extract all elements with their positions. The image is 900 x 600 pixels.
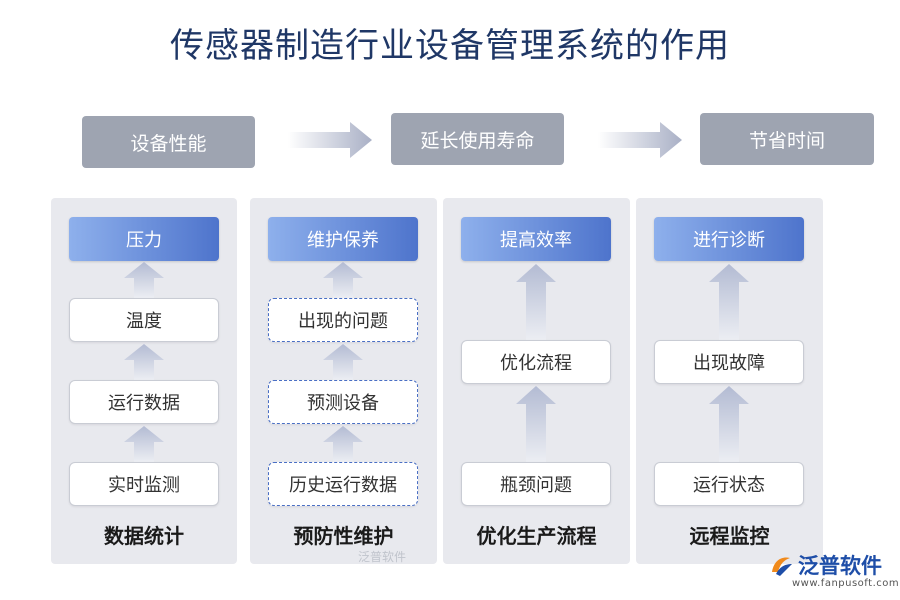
item-box-dashed: 出现的问题 [268, 298, 418, 342]
item-box: 实时监测 [69, 462, 219, 506]
watermark: 泛普软件 [358, 550, 407, 564]
column-remote-monitoring: 进行诊断 出现故障 运行状态 远程监控 [636, 198, 823, 564]
logo-name: 泛普软件 [798, 554, 882, 578]
up-arrow-icon [516, 386, 556, 462]
item-box: 运行状态 [654, 462, 804, 506]
brand-logo: 泛普软件 [768, 550, 882, 580]
flow-box-1: 设备性能 [82, 116, 255, 168]
up-arrow-icon [124, 344, 164, 380]
logo-url: www.fanpusoft.com [792, 578, 900, 589]
column-label: 远程监控 [689, 524, 770, 548]
logo-icon [772, 557, 792, 576]
column-optimize-production: 提高效率 优化流程 瓶颈问题 优化生产流程 [443, 198, 630, 564]
column-data-statistics: 压力 温度 运行数据 实时监测 数据统计 [51, 198, 237, 564]
column-header: 维护保养 [268, 217, 418, 261]
up-arrow-icon [709, 264, 749, 340]
right-arrow-icon [598, 122, 682, 158]
item-box-dashed: 历史运行数据 [268, 462, 418, 506]
column-header: 压力 [69, 217, 219, 261]
column-label: 数据统计 [104, 524, 184, 548]
page-title: 传感器制造行业设备管理系统的作用 [170, 26, 730, 66]
up-arrow-icon [323, 426, 363, 462]
up-arrow-icon [124, 262, 164, 298]
item-box: 优化流程 [461, 340, 611, 384]
flow-box-2: 延长使用寿命 [391, 113, 564, 165]
column-header: 进行诊断 [654, 217, 804, 261]
item-box-dashed: 预测设备 [268, 380, 418, 424]
item-box: 运行数据 [69, 380, 219, 424]
up-arrow-icon [323, 262, 363, 298]
item-box: 温度 [69, 298, 219, 342]
up-arrow-icon [709, 386, 749, 462]
column-preventive-maintenance: 维护保养 出现的问题 预测设备 历史运行数据 预防性维护 [250, 198, 437, 564]
flow-box-3: 节省时间 [700, 113, 874, 165]
up-arrow-icon [516, 264, 556, 340]
right-arrow-icon [288, 122, 372, 158]
up-arrow-icon [124, 426, 164, 462]
item-box: 瓶颈问题 [461, 462, 611, 506]
up-arrow-icon [323, 344, 363, 380]
column-label: 优化生产流程 [476, 524, 597, 548]
column-label: 预防性维护 [293, 524, 394, 548]
column-header: 提高效率 [461, 217, 611, 261]
item-box: 出现故障 [654, 340, 804, 384]
